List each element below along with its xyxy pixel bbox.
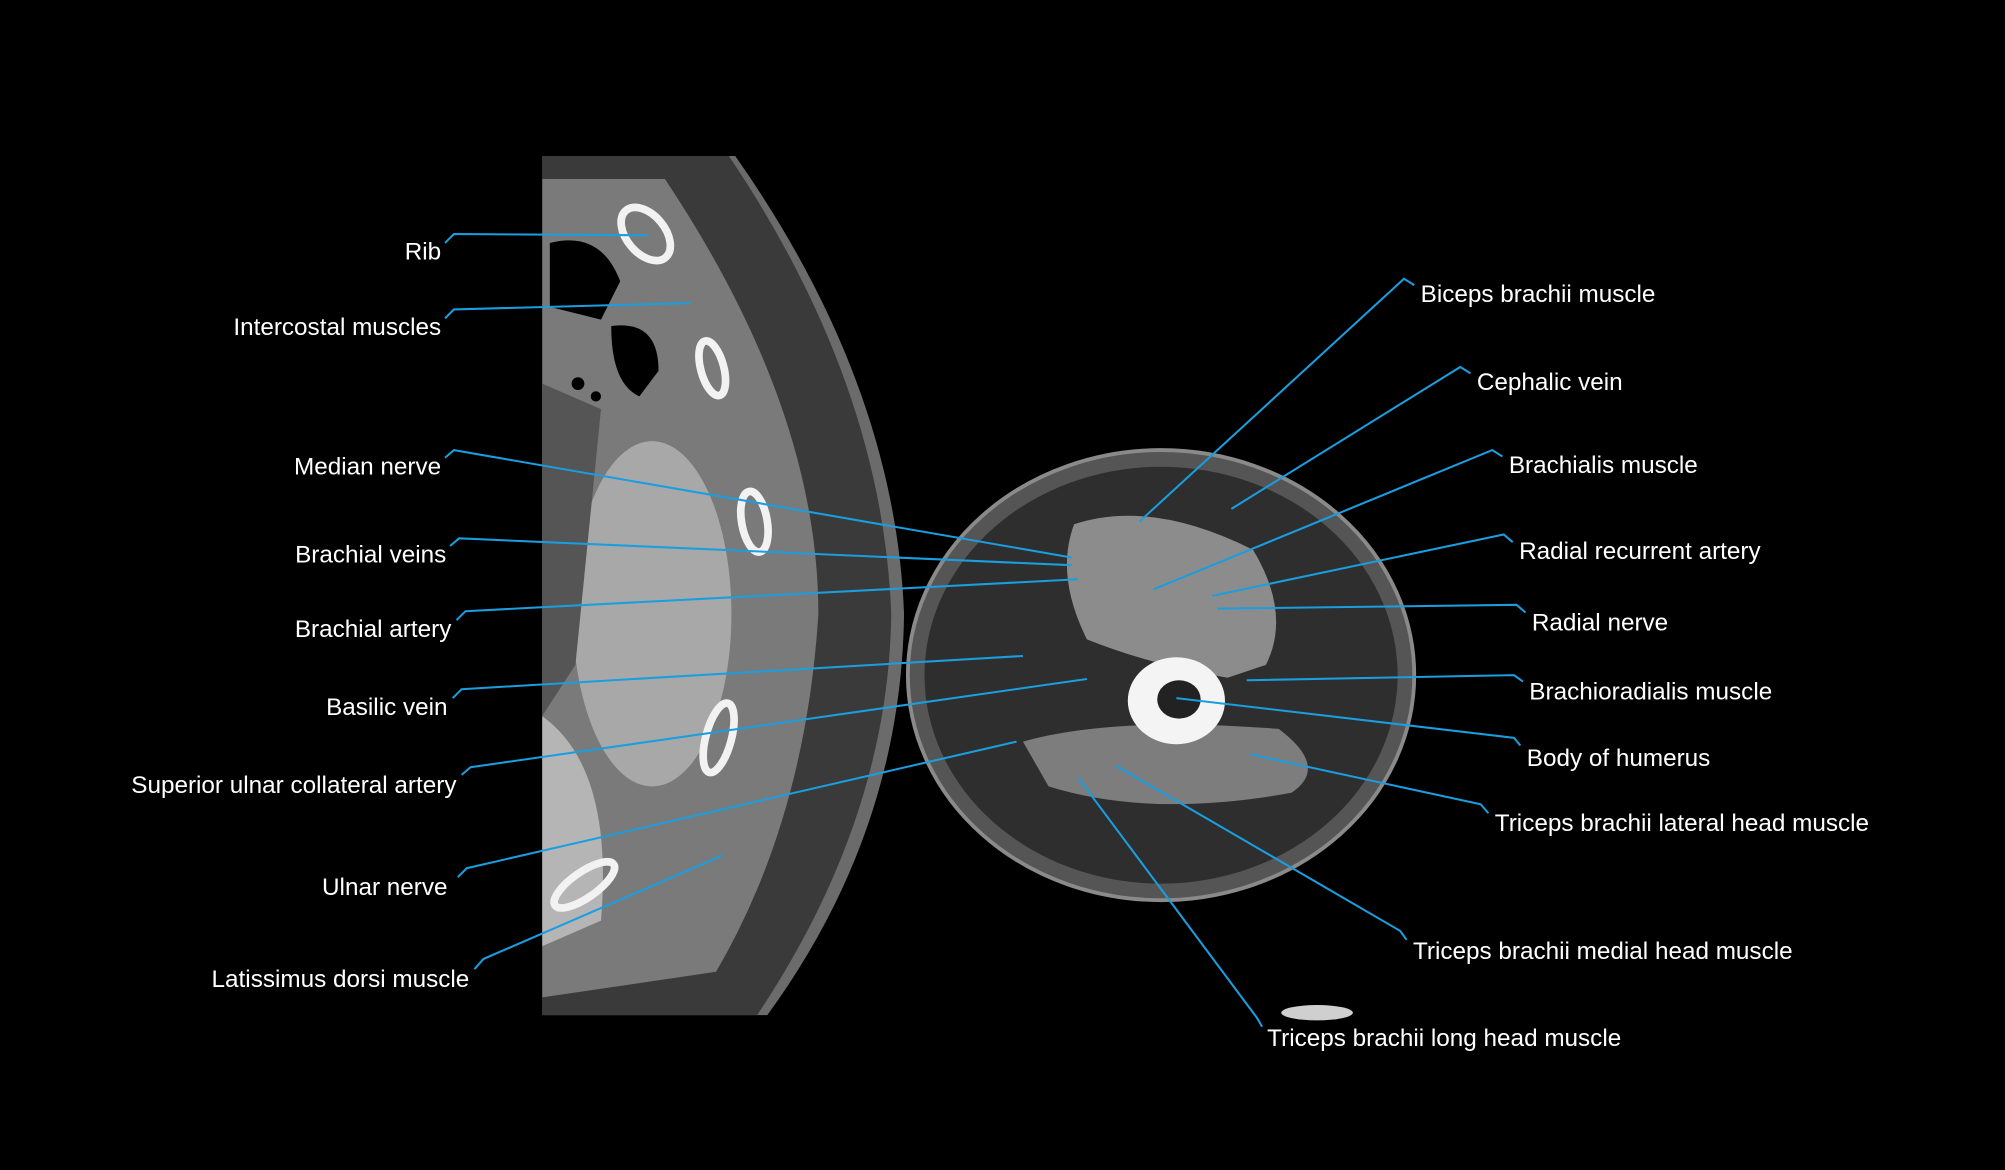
leader-line-brachial-veins <box>449 537 1072 567</box>
leader-line-median-nerve <box>444 449 1072 559</box>
leader-line-triceps-lateral <box>1250 753 1490 814</box>
label-latissimus-dorsi-muscle: Latissimus dorsi muscle <box>212 966 470 993</box>
leader-line-triceps-long <box>1077 776 1263 1028</box>
label-basilic-vein: Basilic vein <box>326 694 447 721</box>
leader-lines <box>444 232 1527 1028</box>
label-brachialis: Brachialis muscle <box>1509 452 1698 479</box>
label-median-nerve: Median nerve <box>294 453 441 480</box>
label-cephalic-vein: Cephalic vein <box>1477 369 1623 396</box>
chest-ct-image <box>542 156 926 1016</box>
leader-line-latissimus <box>473 854 723 970</box>
label-brachioradialis: Brachioradialis muscle <box>1529 678 1772 705</box>
label-body-of-humerus: Body of humerus <box>1527 745 1711 772</box>
leader-line-biceps <box>1138 277 1415 523</box>
label-intercostal-muscles: Intercostal muscles <box>233 314 441 341</box>
leader-line-radial-recurrent <box>1211 533 1514 597</box>
leader-line-ulnar-nerve <box>457 740 1017 878</box>
leader-line-basilic-vein <box>451 654 1024 699</box>
leader-line-brachialis <box>1152 448 1504 591</box>
leader-line-superior-ulnar <box>460 677 1088 776</box>
label-ulnar-nerve: Ulnar nerve <box>322 874 448 901</box>
arm-ct-image <box>905 448 1417 1021</box>
leader-line-triceps-medial <box>1115 765 1408 941</box>
leader-line-brachioradialis <box>1246 674 1524 683</box>
label-rib: Rib <box>405 239 441 266</box>
leader-line-brachial-artery <box>455 578 1078 621</box>
leader-line-rib <box>444 232 649 244</box>
leader-line-humerus <box>1176 697 1522 747</box>
leader-line-cephalic <box>1230 365 1472 510</box>
label-brachial-veins: Brachial veins <box>295 542 446 569</box>
leader-line-intercostal <box>444 302 691 320</box>
label-triceps-long-head: Triceps brachii long head muscle <box>1267 1025 1621 1052</box>
label-biceps-brachii: Biceps brachii muscle <box>1421 281 1656 308</box>
label-triceps-lateral-head: Triceps brachii lateral head muscle <box>1495 810 1869 837</box>
label-superior-ulnar-collateral-artery: Superior ulnar collateral artery <box>131 772 457 799</box>
label-radial-nerve: Radial nerve <box>1532 609 1668 636</box>
leader-line-radial-nerve <box>1217 603 1527 614</box>
label-radial-recurrent-artery: Radial recurrent artery <box>1519 538 1761 565</box>
label-brachial-artery: Brachial artery <box>295 616 452 643</box>
label-triceps-medial-head: Triceps brachii medial head muscle <box>1413 938 1793 965</box>
